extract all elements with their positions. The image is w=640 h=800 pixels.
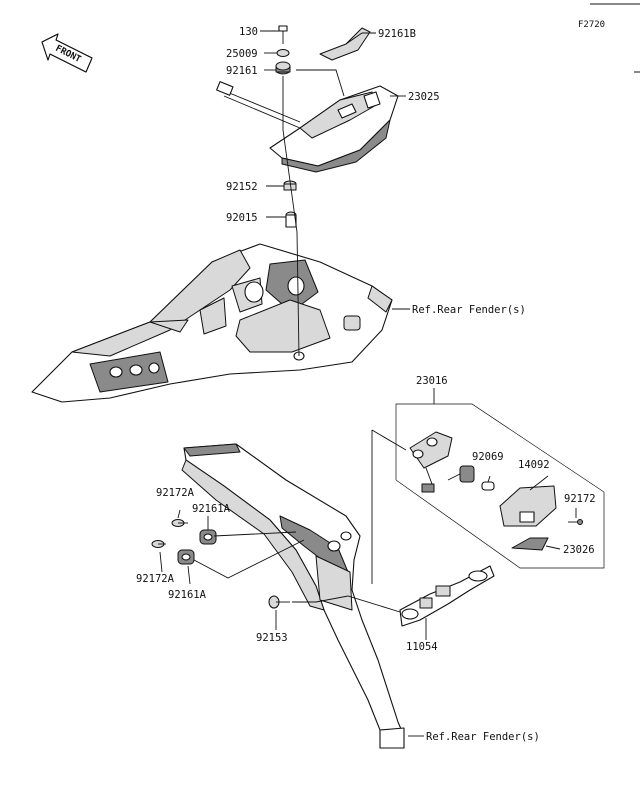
label-130: 130 [239, 26, 258, 38]
label-23025: 23025 [408, 91, 440, 103]
lens-cover-23026 [511, 537, 549, 551]
bolt-92172A-top [171, 519, 188, 527]
label-92069: 92069 [472, 451, 504, 463]
socket-92069 [447, 465, 475, 483]
plate-light-bracket-11054 [399, 565, 495, 627]
label-92152: 92152 [226, 181, 258, 193]
label-14092: 14092 [518, 459, 550, 471]
grommet-92161 [275, 61, 291, 75]
label-23016: 23016 [416, 375, 448, 387]
license-plate-bracket [181, 443, 405, 749]
label-ref-rear-fender-top: Ref.Rear Fender(s) [412, 304, 526, 316]
bolt-92172A-bot [151, 540, 166, 548]
bulb [481, 481, 495, 491]
label-92161: 92161 [226, 65, 258, 77]
label-92161A-bot: 92161A [168, 589, 207, 601]
collar-92015 [285, 211, 297, 228]
label-23026: 23026 [563, 544, 595, 556]
label-11054: 11054 [406, 641, 438, 653]
screw-92172 [568, 519, 583, 525]
rear-fender-ref [31, 243, 393, 403]
label-92172A-bot: 92172A [136, 573, 175, 585]
socket-assembly [409, 431, 453, 493]
wire-harness [216, 81, 301, 129]
label-92161B: 92161B [378, 28, 416, 40]
bolt-92153 [268, 595, 290, 609]
grommet-92161A-top [199, 529, 217, 545]
frame-corner [590, 3, 640, 73]
front-arrow-icon: FRONT [41, 33, 93, 73]
label-25009: 25009 [226, 48, 258, 60]
label-ref-rear-fender-bottom: Ref.Rear Fender(s) [426, 731, 540, 743]
label-92015: 92015 [226, 212, 258, 224]
leader-lines [159, 30, 577, 737]
bolt-130 [278, 25, 288, 44]
label-92172: 92172 [564, 493, 596, 505]
seat-cowl-23025 [269, 85, 399, 173]
light-assembly-outline [395, 403, 605, 569]
lens-14092 [499, 485, 557, 527]
label-92172A-top: 92172A [156, 487, 195, 499]
washer-25009 [276, 49, 290, 57]
label-92153: 92153 [256, 632, 288, 644]
label-92161A-top: 92161A [192, 503, 231, 515]
grommet-92161A-bot [177, 549, 195, 565]
figure-code: F2720 [578, 20, 605, 30]
